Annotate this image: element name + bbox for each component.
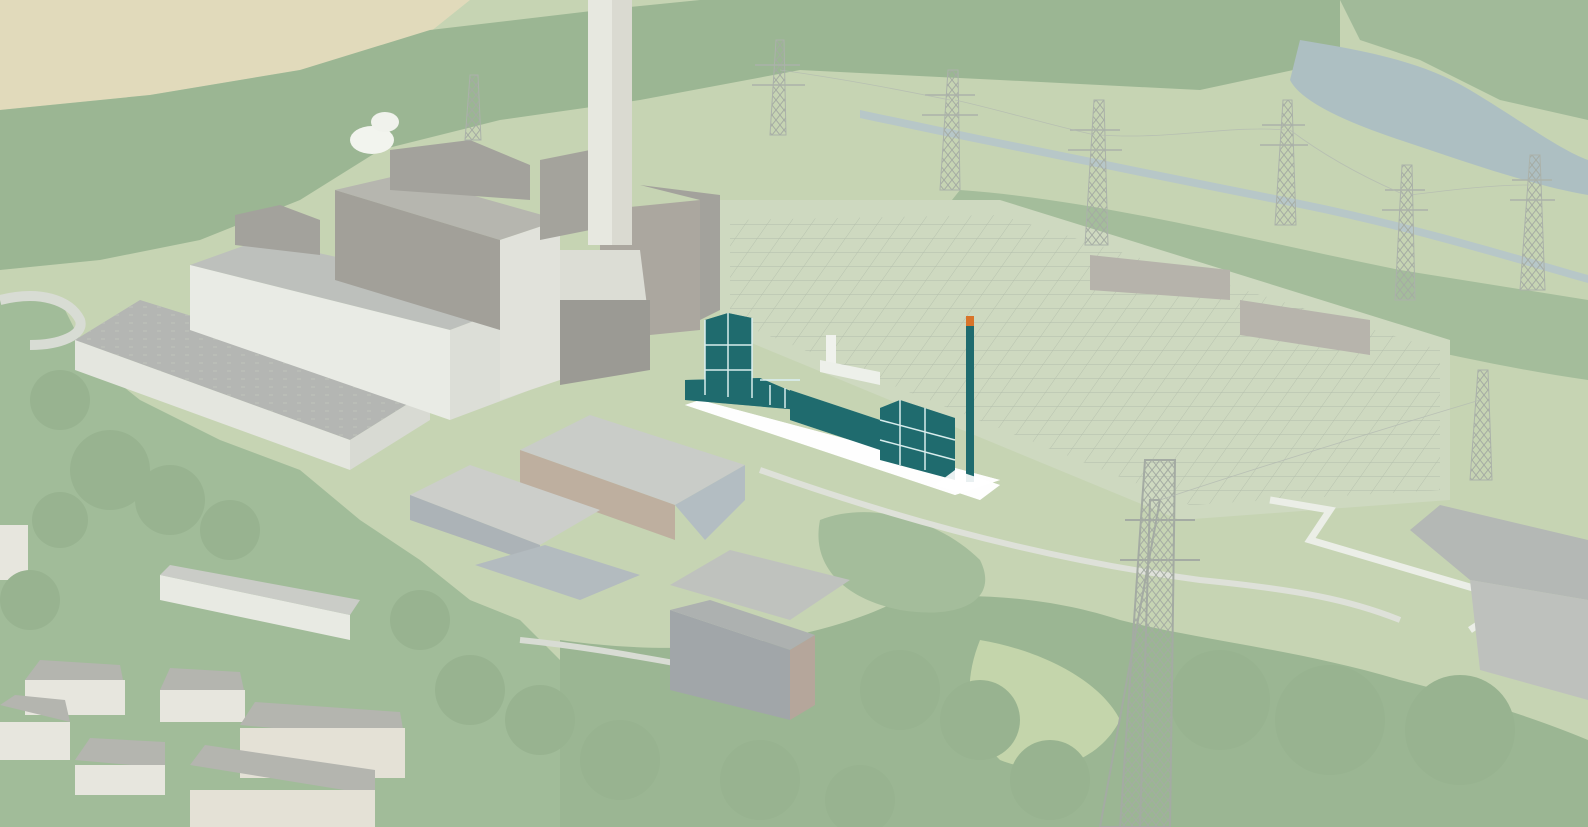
- forest-upper: [0, 0, 1340, 270]
- power-lines: [779, 69, 1531, 501]
- office-2-roof: [410, 465, 600, 545]
- office-2-front: [410, 495, 540, 565]
- substation-grid: [730, 215, 1440, 505]
- pylons: [464, 39, 1555, 827]
- office-3-roof: [475, 545, 640, 600]
- chimney-shade: [612, 0, 632, 245]
- dry-field: [0, 0, 470, 110]
- block-dark-6: [560, 300, 650, 385]
- office-4-side: [790, 635, 815, 720]
- steam-plume: [350, 126, 394, 154]
- houses: [0, 525, 405, 827]
- building-right-4: [1240, 300, 1370, 355]
- planned-plant-overlay-front: [685, 313, 1000, 500]
- building-right-3: [1090, 255, 1230, 300]
- office-1-roof: [520, 415, 745, 505]
- office-1-side: [675, 465, 745, 540]
- block-dark-1: [235, 205, 320, 255]
- canal: [860, 110, 1588, 283]
- boiler-house-side: [500, 220, 560, 400]
- boiler-house-roof: [335, 175, 560, 240]
- hall-wall: [75, 340, 350, 470]
- forest-top-right: [1340, 0, 1588, 120]
- boiler-house-front: [335, 190, 500, 330]
- river: [1290, 40, 1588, 195]
- block-dark-3: [540, 150, 590, 240]
- office-4-roof: [670, 550, 850, 620]
- building-right-1: [1410, 505, 1588, 600]
- forest-mid-patch: [818, 512, 986, 613]
- office-4-top: [670, 600, 815, 650]
- road-left: [0, 291, 86, 350]
- block-dark-2: [390, 140, 530, 200]
- tree-clusters: [0, 370, 1515, 827]
- hall-roof-dots: [75, 300, 430, 440]
- white-tank: [826, 335, 836, 365]
- long-building-front: [160, 575, 350, 640]
- block-dark-5: [640, 185, 720, 320]
- hall-wall-side: [350, 390, 430, 470]
- building-right-2: [1470, 580, 1588, 700]
- office-1-front: [520, 450, 675, 540]
- steam-plume-2: [371, 112, 399, 132]
- turbine-hall-front: [190, 265, 450, 420]
- long-building-roof: [160, 565, 360, 615]
- office-4-front: [670, 610, 790, 720]
